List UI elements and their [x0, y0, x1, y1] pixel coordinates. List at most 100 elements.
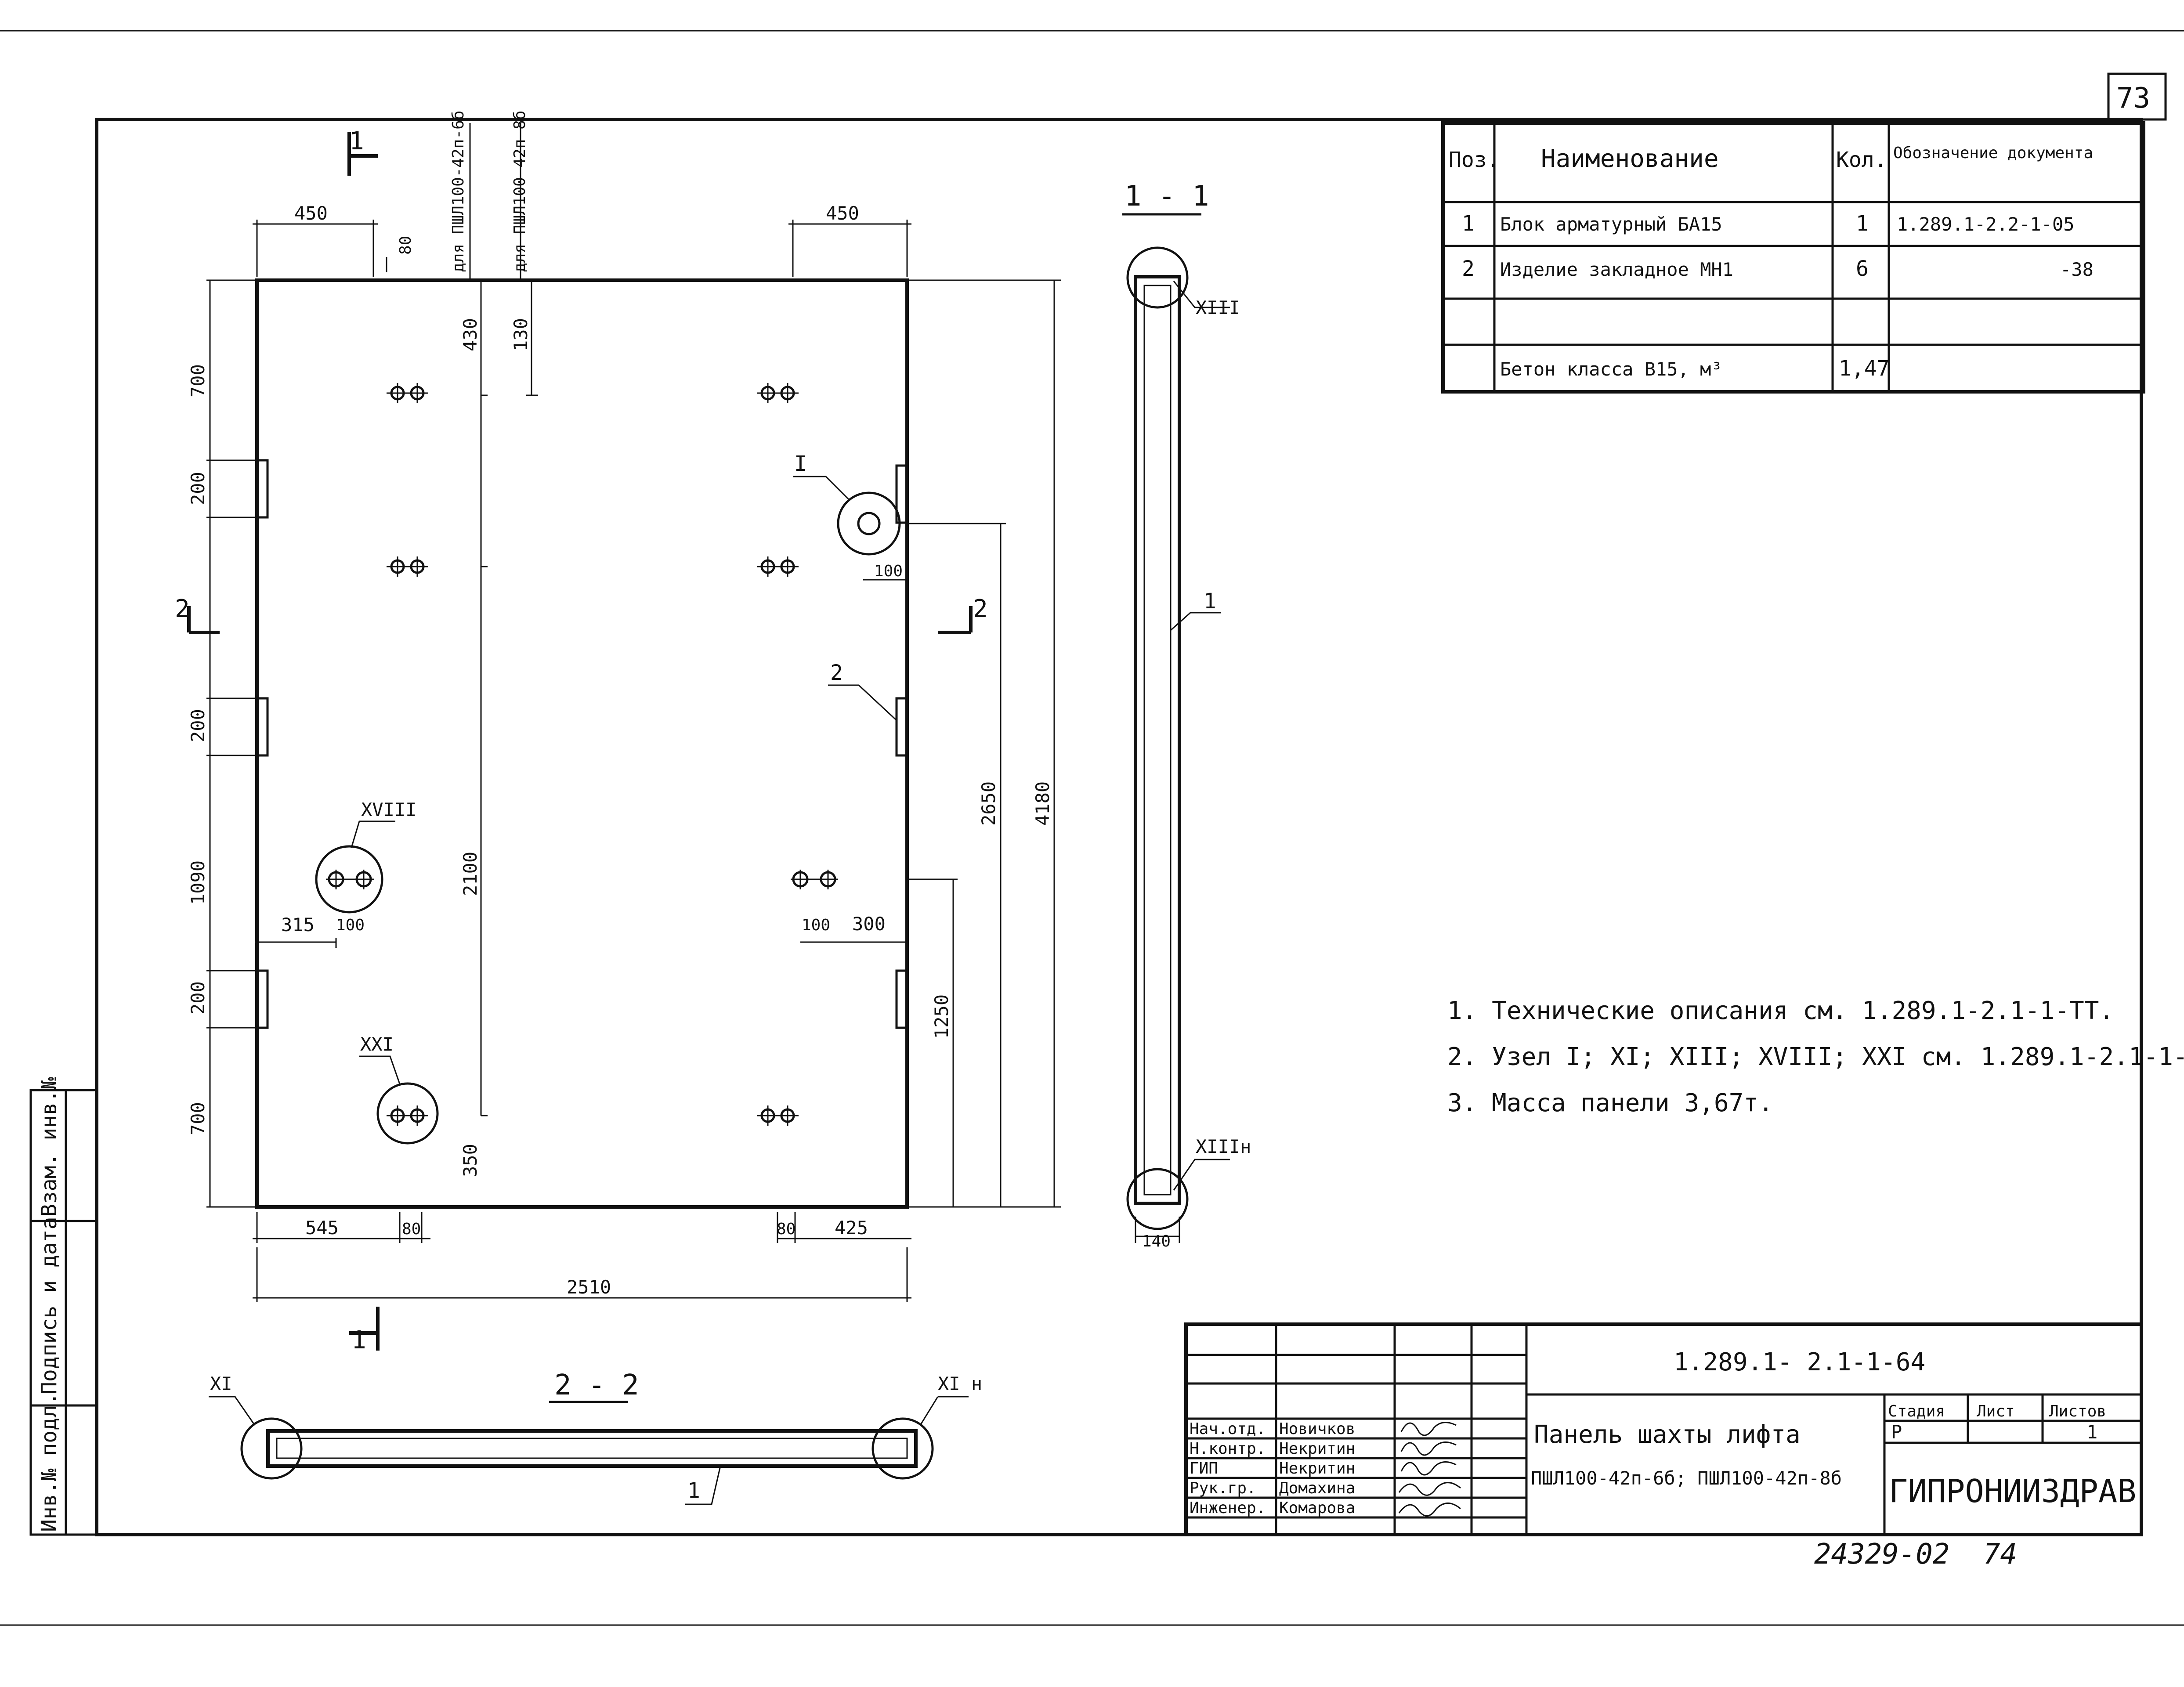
signer-role: Инженер. — [1190, 1499, 1266, 1517]
spec-row-doc: 1.289.1-2.2-1-05 — [1897, 213, 2075, 235]
sign-date-label: Подпись и дата — [37, 1217, 61, 1394]
node-circle — [837, 491, 901, 556]
drawing-code: 1.289.1- 2.1-1-64 — [1674, 1348, 1925, 1376]
signer-name: Некритин — [1279, 1459, 1355, 1477]
node-label: XI — [210, 1373, 232, 1394]
dimension-text: 425 — [835, 1217, 868, 1239]
spec-header-doc: Обозначение документа — [1893, 144, 2093, 162]
dimension-text: 80 — [402, 1220, 421, 1238]
spec-row-qty: 6 — [1856, 256, 1869, 281]
sheets-value: 1 — [2086, 1421, 2097, 1443]
signature — [1398, 1482, 1461, 1496]
spec-row-name: Изделие закладное МН1 — [1500, 259, 1733, 280]
spec-row-pos: 1 — [1462, 211, 1475, 236]
spec-row-name: Бетон класса В15, м³ — [1500, 358, 1722, 380]
spec-row-qty: 1,47 — [1839, 356, 1890, 381]
stage-value: Р — [1891, 1421, 1902, 1443]
dimension-text: 300 — [852, 913, 886, 935]
title-line-1: Панель шахты лифта — [1534, 1420, 1801, 1449]
node-label: XIIIн — [1196, 1136, 1251, 1157]
dimension-text: 140 — [1142, 1232, 1171, 1250]
sheet-label: Лист — [1977, 1402, 2015, 1420]
spec-row-name: Блок арматурный БА15 — [1500, 213, 1722, 235]
panel-elevation: I XVIII XXI 2 1 1 2 2 — [175, 111, 1061, 1355]
dimension-text: 130 — [510, 318, 532, 351]
signer-name: Некритин — [1279, 1440, 1355, 1458]
dimension-text: 1090 — [187, 860, 209, 905]
vzam-inv-label: Взам. инв.№ — [37, 1077, 61, 1217]
dimension-text: 2510 — [567, 1276, 611, 1298]
note-1: 1. Технические описания см. 1.289.1-2.1-… — [1447, 997, 2114, 1025]
section-cut-label: 2 — [973, 595, 988, 623]
dimension-text: 700 — [187, 364, 209, 397]
page-number: 73 — [2116, 82, 2150, 115]
stage-label: Стадия — [1888, 1402, 1945, 1420]
dimension-text: 545 — [305, 1217, 339, 1239]
spec-row-qty: 1 — [1856, 211, 1869, 236]
signer-role: ГИП — [1190, 1459, 1218, 1477]
note-2: 2. Узел I; XI; XIII; XVIII; XXI см. 1.28… — [1447, 1043, 2184, 1071]
spec-header-pos: Поз. — [1449, 148, 1500, 172]
dimension-text: 2100 — [459, 852, 481, 896]
spec-row-pos: 2 — [1462, 256, 1475, 281]
section-outline — [1134, 275, 1181, 1205]
leader-label-2: 2 — [830, 661, 843, 685]
archive-number: 24329-02 — [1814, 1538, 1949, 1571]
section-2-2: 2 - 2 XI XI н 1 — [209, 1369, 982, 1505]
notes: 1. Технические описания см. 1.289.1-2.1-… — [1447, 997, 2184, 1117]
signature — [1398, 1503, 1461, 1517]
organization: ГИПРОНИИЗДРАВ — [1889, 1473, 2137, 1510]
panel-outline — [255, 278, 909, 1209]
dimension-text: 2650 — [978, 781, 999, 826]
dimension-text: 200 — [187, 472, 209, 505]
section-cut-label: 1 — [351, 1326, 366, 1355]
archive-page: 74 — [1983, 1538, 2017, 1571]
spec-row-doc: -38 — [2060, 259, 2094, 280]
dimension-text: 315 — [281, 914, 315, 936]
section-cut-label: 1 — [349, 127, 364, 155]
inv-podl-label: Инв.№ подл. — [37, 1392, 61, 1532]
dimension-text: 100 — [336, 916, 365, 934]
signer-name: Новичков — [1279, 1420, 1355, 1438]
node-label: XIII — [1196, 297, 1240, 318]
dimension-lines — [206, 220, 1061, 1302]
dimension-text: 200 — [187, 709, 209, 742]
dimension-text: 80 — [777, 1220, 795, 1238]
section-cut-label: 2 — [175, 595, 190, 623]
loop-pair — [326, 383, 838, 1126]
signer-role: Нач.отд. — [1190, 1420, 1266, 1438]
spec-header-name: Наименование — [1541, 144, 1719, 173]
signer-role: Н.контр. — [1190, 1440, 1266, 1458]
dimension-text: 200 — [187, 981, 209, 1015]
sheet-frame — [95, 118, 2143, 1536]
spec-header-qty: Кол. — [1836, 148, 1887, 172]
spec-table: Поз. Наименование Кол. Обозначение докум… — [1441, 121, 2145, 394]
dimension-text: 100 — [874, 562, 903, 580]
dimension-text: 350 — [459, 1144, 481, 1177]
mark-text: для ПШЛ100-42п-6б — [449, 111, 467, 272]
section-title: 2 - 2 — [554, 1369, 639, 1402]
embedded-plate — [256, 459, 908, 1029]
dimension-text: 700 — [187, 1102, 209, 1135]
dimension-text: 80 — [397, 236, 415, 255]
dimension-text: 1250 — [931, 994, 952, 1039]
node-circle — [376, 1082, 439, 1145]
signature — [1400, 1422, 1457, 1436]
page-number-box — [2107, 72, 2167, 121]
section-title: 1 - 1 — [1125, 180, 1209, 213]
dimension-text: 4180 — [1032, 781, 1053, 826]
signature — [1400, 1461, 1457, 1476]
side-stamp: Инв.№ подл. Подпись и дата Взам. инв.№ — [29, 1077, 98, 1536]
node-label: XI н — [938, 1373, 982, 1394]
signer-name: Домахина — [1279, 1479, 1355, 1497]
dimension-text: 100 — [802, 916, 830, 934]
signature — [1400, 1441, 1457, 1456]
dimension-text: 450 — [826, 202, 859, 224]
signer-role: Рук.гр. — [1190, 1479, 1256, 1497]
trim-line — [0, 30, 2184, 1626]
node-label: XVIII — [361, 799, 416, 820]
signer-name: Комарова — [1279, 1499, 1355, 1517]
node-circle — [315, 845, 383, 914]
node-label: I — [794, 452, 807, 476]
dimension-text: 450 — [294, 202, 328, 224]
